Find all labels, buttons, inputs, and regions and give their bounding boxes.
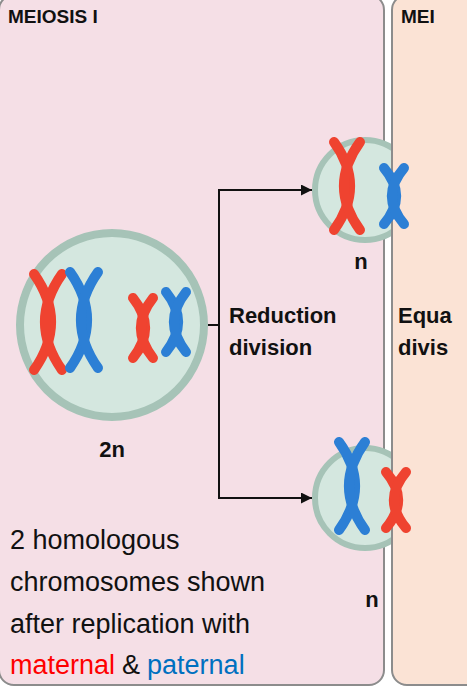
chromosome	[133, 298, 153, 358]
chromosome	[34, 274, 62, 370]
chromosome	[339, 442, 365, 530]
note-word: &	[122, 645, 140, 685]
chromosome	[386, 472, 406, 528]
division-label: Reduction division	[229, 300, 313, 364]
division-label: Equa divis	[398, 300, 460, 364]
cell-outline	[16, 229, 208, 421]
panel-heading: MEI	[401, 6, 435, 28]
note-word: paternal	[147, 645, 245, 685]
cell: 2n	[16, 229, 208, 421]
chromosome	[166, 292, 186, 352]
note-word: maternal	[10, 645, 115, 685]
cell-membrane	[20, 233, 204, 417]
chromosome	[334, 142, 360, 230]
note-line: maternal&paternal	[10, 645, 245, 685]
ploidy-label: 2n	[16, 437, 208, 463]
chromosome	[70, 272, 98, 368]
note-text: 2 homologous chromosomes shown after rep…	[10, 519, 315, 645]
chromosome	[384, 168, 404, 224]
panel-heading: MEIOSIS I	[8, 6, 98, 28]
